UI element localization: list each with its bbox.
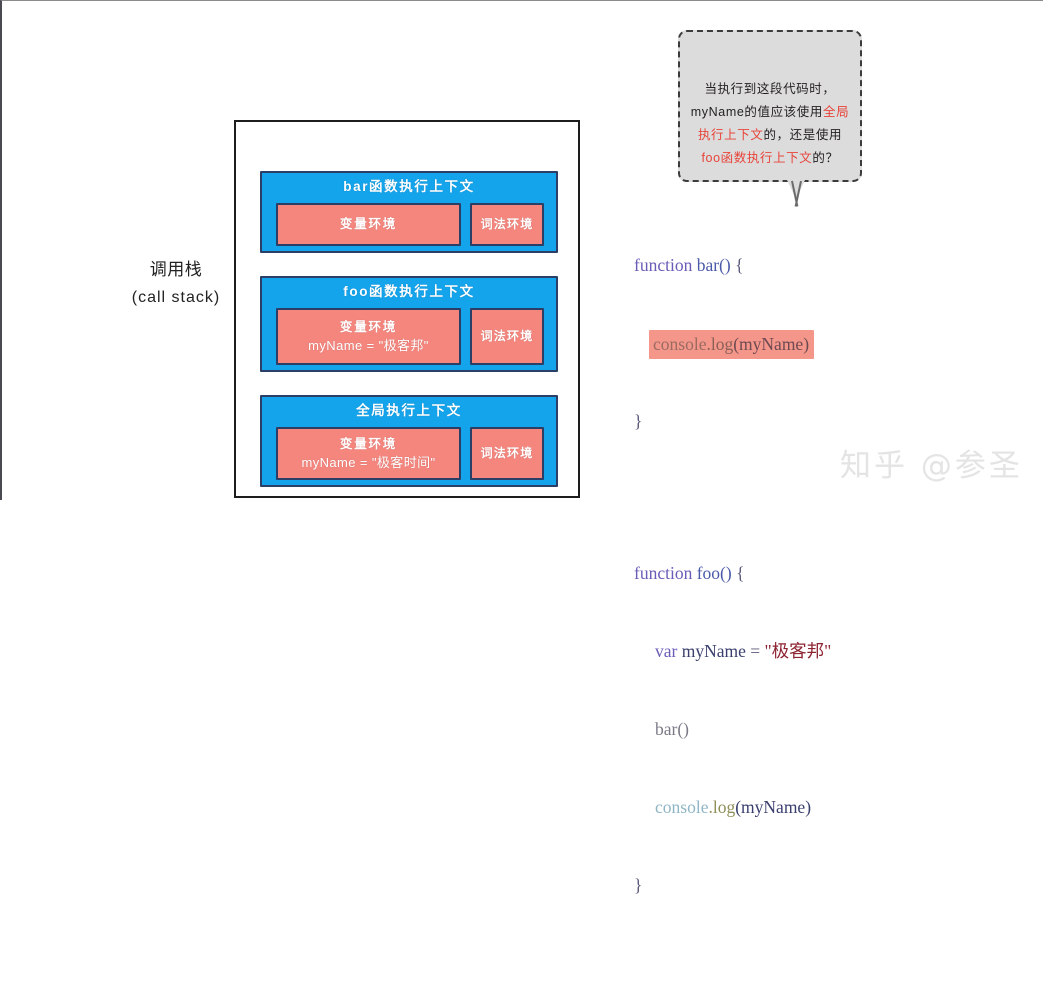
lexical-environment-bar: 词法环境 <box>470 203 544 246</box>
code-line-8: } <box>634 875 643 895</box>
variable-environment-title-foo: 变量环境 <box>339 320 398 334</box>
variable-environment-global: 变量环境 myName = "极客时间" <box>276 427 461 480</box>
lexical-environment-title-global: 词法环境 <box>480 446 534 460</box>
annotation-bubble: 当执行到这段代码时， myName的值应该使用全局 执行上下文的，还是使用 fo… <box>678 30 862 182</box>
bubble-line-4: foo函数执行上下文的？ <box>701 151 839 165</box>
env-row-global: 变量环境 myName = "极客时间" 词法环境 <box>276 427 544 480</box>
variable-environment-bar: 变量环境 <box>276 203 461 246</box>
execution-context-frame-global: 全局执行上下文 变量环境 myName = "极客时间" 词法环境 <box>260 395 558 487</box>
code-line-5: var myName = "极客邦" <box>655 641 832 661</box>
code-line-6: bar() <box>655 719 690 739</box>
call-stack-container: bar函数执行上下文 变量环境 词法环境 foo函数执行上下文 变量环境 myN… <box>234 120 580 498</box>
diagram-canvas: 调用栈 (call stack) bar函数执行上下文 变量环境 词法环境 fo… <box>0 0 1043 895</box>
execution-context-frame-foo: foo函数执行上下文 变量环境 myName = "极客邦" 词法环境 <box>260 276 558 372</box>
code-line-4: function foo() { <box>634 563 745 583</box>
env-row-foo: 变量环境 myName = "极客邦" 词法环境 <box>276 308 544 365</box>
context-title-foo: foo函数执行上下文 <box>343 284 475 299</box>
code-line-3: } <box>634 411 643 431</box>
call-stack-label-zh: 调用栈 <box>149 260 203 279</box>
context-title-bar: bar函数执行上下文 <box>343 179 475 194</box>
context-title-global: 全局执行上下文 <box>356 403 462 418</box>
lexical-environment-title-bar: 词法环境 <box>480 217 534 231</box>
annotation-bubble-text: 当执行到这段代码时， myName的值应该使用全局 执行上下文的，还是使用 fo… <box>676 78 864 170</box>
code-line-2-highlighted: console.log(myName) <box>634 330 831 359</box>
variable-environment-binding-foo: myName = "极客邦" <box>308 338 429 353</box>
lexical-environment-foo: 词法环境 <box>470 308 544 365</box>
variable-environment-foo: 变量环境 myName = "极客邦" <box>276 308 461 365</box>
code-blank-1 <box>634 486 831 508</box>
bubble-line-1: 当执行到这段代码时， <box>704 82 836 96</box>
highlighted-statement: console.log(myName) <box>649 330 815 359</box>
call-stack-label: 调用栈 (call stack) <box>110 256 242 312</box>
bubble-line-3: 执行上下文的，还是使用 <box>697 128 843 142</box>
execution-context-frame-bar: bar函数执行上下文 变量环境 词法环境 <box>260 171 558 253</box>
lexical-environment-global: 词法环境 <box>470 427 544 480</box>
bubble-line-2: myName的值应该使用全局 <box>690 105 850 119</box>
watermark: 知乎 @参圣 <box>840 448 1023 484</box>
variable-environment-binding-global: myName = "极客时间" <box>301 455 436 470</box>
lexical-environment-title-foo: 词法环境 <box>480 329 534 343</box>
code-line-7: console.log(myName) <box>655 797 812 817</box>
env-row-bar: 变量环境 词法环境 <box>276 203 544 246</box>
variable-environment-title-bar: 变量环境 <box>339 217 398 231</box>
call-stack-label-en: (call stack) <box>131 289 221 306</box>
code-line-1: function bar() { <box>634 255 744 275</box>
variable-environment-title-global: 变量环境 <box>339 437 398 451</box>
code-panel: function bar() { console.log(myName) } f… <box>634 200 831 1000</box>
code-blank-2 <box>634 950 831 972</box>
